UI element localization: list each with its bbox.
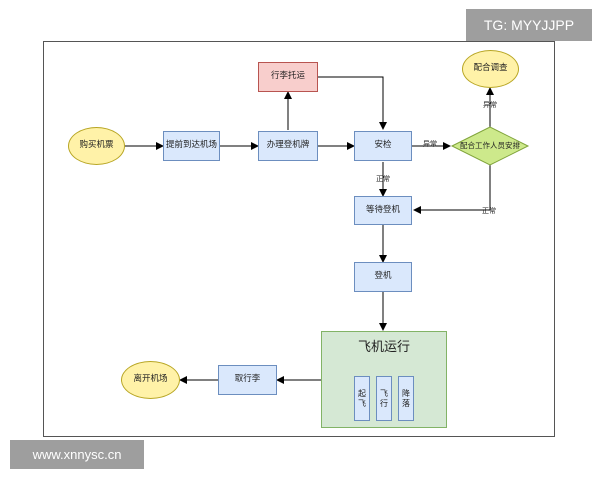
edge-label-security-abnormal: 异常 bbox=[423, 140, 437, 148]
takeoff-node: 起飞 bbox=[354, 376, 370, 421]
landing-node: 降落 bbox=[398, 376, 414, 421]
edge-label-security-normal: 正常 bbox=[376, 175, 390, 183]
boarding-node: 登机 bbox=[354, 262, 412, 292]
arrive-airport-node: 提前到达机场 bbox=[163, 131, 220, 161]
edge-label-staff-abnormal: 异常 bbox=[483, 101, 497, 109]
wait-boarding-node: 等待登机 bbox=[354, 196, 412, 225]
baggage-claim-node: 取行李 bbox=[218, 365, 277, 395]
security-check-node: 安检 bbox=[354, 131, 412, 161]
buy-ticket-node: 购买机票 bbox=[68, 127, 125, 165]
staff-arrange-diamond bbox=[450, 126, 530, 166]
edge-baggage-to-security bbox=[318, 76, 387, 130]
check-in-node: 办理登机牌 bbox=[258, 131, 318, 161]
baggage-checkin-node: 行李托运 bbox=[258, 62, 318, 92]
edge-label-staff-normal: 正常 bbox=[482, 207, 496, 215]
leave-airport-node: 离开机场 bbox=[121, 361, 180, 399]
flight-operation-container: 飞机运行 起飞 飞行 降落 bbox=[321, 331, 447, 428]
watermark-top: TG: MYYJJPP bbox=[466, 9, 592, 41]
staff-arrange-label: 配合工作人员安排 bbox=[460, 140, 520, 150]
edge-diamond-to-wait bbox=[413, 165, 491, 214]
flying-node: 飞行 bbox=[376, 376, 392, 421]
flight-operation-title: 飞机运行 bbox=[357, 340, 410, 355]
watermark-bottom: www.xnnysc.cn bbox=[10, 440, 144, 469]
cooperate-investigation-node: 配合调查 bbox=[462, 50, 519, 88]
